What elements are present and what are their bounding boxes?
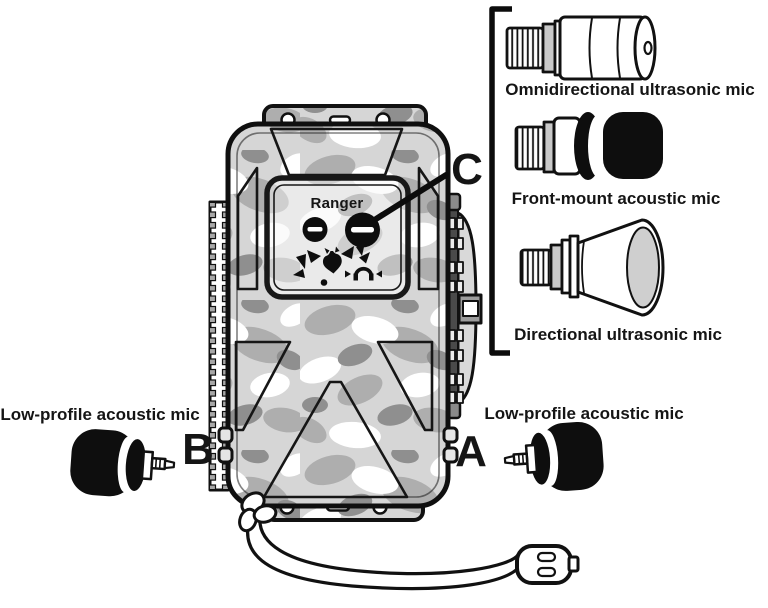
ranger-device: Ranger: [208, 104, 483, 533]
lanyard-knot: [238, 491, 278, 533]
brand-label: Ranger: [311, 195, 364, 212]
control-panel: Ranger: [264, 175, 411, 300]
callout-c: C: [451, 145, 483, 194]
right-side-assembly: [446, 192, 483, 420]
front-mount-mic-label: Front-mount acoustic mic: [512, 189, 721, 208]
front-mount-mic-illustration: [514, 112, 663, 180]
small-port: [302, 217, 328, 242]
low-profile-mic-right-label: Low-profile acoustic mic: [484, 404, 683, 423]
lanyard-strap: [246, 505, 580, 591]
low-profile-mic-right-illustration: [503, 422, 604, 491]
lanyard-clasp: [515, 544, 573, 585]
callout-c-line: [373, 172, 449, 222]
side-mic-lugs: [217, 426, 459, 464]
headphones-icon: [345, 266, 382, 281]
low-profile-mic-left-illustration: [70, 429, 176, 497]
directional-mic-illustration: [519, 218, 665, 317]
callout-b: B: [182, 425, 214, 474]
directional-mic-label: Directional ultrasonic mic: [514, 325, 722, 344]
low-profile-mic-left-label: Low-profile acoustic mic: [0, 405, 199, 424]
omnidirectional-mic-label: Omnidirectional ultrasonic mic: [505, 80, 754, 99]
options-bracket: [489, 6, 512, 356]
large-port-c: [345, 212, 380, 248]
bat-logo-icon: [293, 242, 370, 286]
omnidirectional-mic-illustration: [505, 15, 657, 81]
callout-a: A: [455, 427, 487, 476]
